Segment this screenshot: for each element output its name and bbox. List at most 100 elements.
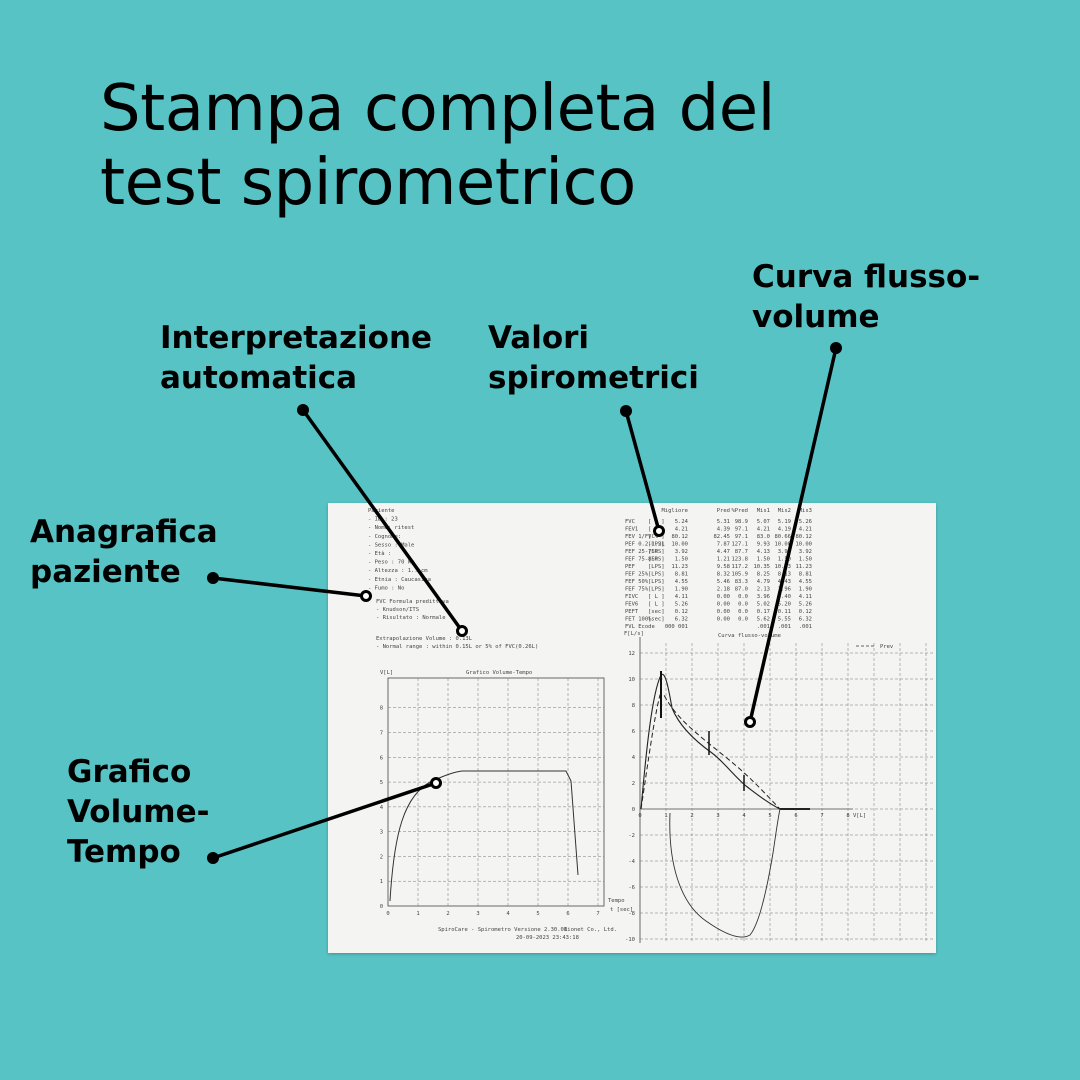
- table-cell: 105.9: [731, 572, 748, 578]
- table-row-label: PEF 0.2-1.2L: [625, 542, 665, 548]
- fv-chart-title: Curva flusso-volume: [718, 633, 781, 639]
- table-cell: 5.07: [757, 519, 770, 525]
- table-cell: 6.32: [799, 617, 812, 623]
- patient-line: - ID : 23: [368, 517, 398, 523]
- table-cell: 5.31: [717, 519, 730, 525]
- fv-xtick: 7: [820, 813, 823, 819]
- table-row-unit: [ L ]: [648, 602, 665, 608]
- table-cell: 97.1: [735, 534, 748, 540]
- table-cell: 87.0: [735, 587, 748, 593]
- table-row-label: FET 100%: [625, 617, 652, 623]
- fv-ytick: 10: [628, 677, 635, 683]
- table-row-unit: [ L ]: [648, 594, 665, 600]
- table-cell: 5.26: [675, 602, 688, 608]
- table-row-label: PEFT: [625, 609, 639, 615]
- table-row-unit: [sec]: [648, 617, 665, 623]
- fv-legend: Prev: [880, 644, 894, 650]
- vt-ytick: 3: [380, 830, 383, 836]
- fv-ytick: 12: [628, 651, 635, 657]
- patient-line: - Nome: ritest: [368, 525, 414, 531]
- fv-ytick: -8: [628, 911, 635, 917]
- table-cell: 1.50: [757, 557, 770, 563]
- table-cell: 10.35: [753, 564, 770, 570]
- table-cell: 0.00: [717, 617, 730, 623]
- patient-line: - Etnia : Caucasica: [368, 577, 431, 583]
- vt-chart-ylabel: V[L]: [380, 670, 393, 676]
- table-cell: 0.00: [717, 609, 730, 615]
- fv-ytick: 8: [632, 703, 635, 709]
- dot-valori-start: [620, 405, 632, 417]
- interpretation-block: FVC Formula predittiva- Knudson/ITS- Ris…: [376, 599, 538, 650]
- table-cell: 5.02: [757, 602, 770, 608]
- table-cell: 0.0: [738, 609, 748, 615]
- table-row-label: FEF 25-75%: [625, 549, 659, 555]
- table-cell: 98.9: [735, 519, 748, 525]
- table-cell: .001: [757, 624, 770, 630]
- table-cell: .001: [799, 624, 812, 630]
- patient-line: - Sesso : Male: [368, 542, 414, 548]
- table-cell: 80.12: [671, 534, 688, 540]
- table-cell: 1.50: [675, 557, 688, 563]
- table-cell: 10.93: [774, 564, 791, 570]
- interp-line: - Risultato : Normale: [376, 615, 446, 621]
- fv-ytick: 0: [632, 807, 635, 813]
- table-cell: 0.12: [799, 609, 812, 615]
- vt-ytick: 8: [380, 706, 383, 712]
- table-cell: 83.0: [757, 534, 770, 540]
- table-cell: 97.1: [735, 527, 748, 533]
- table-row-label: FEF 75%: [625, 587, 649, 593]
- table-cell: 1.21: [717, 557, 730, 563]
- table-header: Mis1: [757, 508, 770, 514]
- table-cell: 1.96: [778, 587, 791, 593]
- table-row-label: FEF 25%: [625, 572, 649, 578]
- fv-xtick: 5: [768, 813, 771, 819]
- table-cell: 4.40: [778, 594, 791, 600]
- table-row-label: FEF 50%: [625, 579, 649, 585]
- table-cell: 4.39: [717, 527, 730, 533]
- vt-xtick: 7: [596, 911, 599, 917]
- table-cell: 11.23: [671, 564, 688, 570]
- table-cell: 0.0: [738, 617, 748, 623]
- table-row-label: FVC: [625, 519, 635, 525]
- table-cell: 8.25: [757, 572, 770, 578]
- table-cell: 0.0: [738, 602, 748, 608]
- fv-ytick: -2: [628, 833, 635, 839]
- vt-ytick: 2: [380, 854, 383, 860]
- table-header: Pred: [717, 508, 730, 514]
- table-cell: 4.79: [757, 579, 770, 585]
- table-cell: 5.24: [675, 519, 689, 525]
- table-cell: 5.46: [717, 579, 730, 585]
- table-cell: 5.26: [799, 602, 812, 608]
- dot-curva-start: [830, 342, 842, 354]
- table-cell: 4.21: [757, 527, 770, 533]
- fv-xtick: 1: [664, 813, 667, 819]
- title-line-2: test spirometrico: [100, 146, 636, 220]
- table-cell: 5.19: [778, 519, 791, 525]
- fv-xtick: 4: [742, 813, 746, 819]
- table-cell: 4.47: [717, 549, 730, 555]
- table-row-unit: [LPS]: [648, 587, 665, 593]
- table-cell: 82.45: [713, 534, 730, 540]
- table-cell: 3.92: [799, 549, 812, 555]
- table-cell: 0.0: [738, 594, 748, 600]
- table-cell: 1.50: [778, 557, 791, 563]
- table-row-label: FEV1: [625, 527, 638, 533]
- vt-ytick: 4: [380, 805, 384, 811]
- table-cell: 1.50: [799, 557, 812, 563]
- table-cell: 4.21: [675, 527, 688, 533]
- vt-xtick: 5: [536, 911, 539, 917]
- patient-line: - Fumo : No: [368, 585, 404, 591]
- table-row-unit: [LPS]: [648, 579, 665, 585]
- table-cell: 4.43: [778, 579, 791, 585]
- table-cell: 87.7: [735, 549, 748, 555]
- table-cell: 0.12: [675, 609, 688, 615]
- table-cell: 4.11: [799, 594, 812, 600]
- page-title: Stampa completa del test spirometrico: [100, 72, 1000, 220]
- table-cell: 10.00: [795, 542, 812, 548]
- patient-line: - Peso : 70 kg: [368, 560, 414, 566]
- table-cell: 3.92: [675, 549, 688, 555]
- table-cell: 4.21: [799, 527, 812, 533]
- vt-ytick: 5: [380, 780, 383, 786]
- fv-chart-grid: [640, 643, 933, 943]
